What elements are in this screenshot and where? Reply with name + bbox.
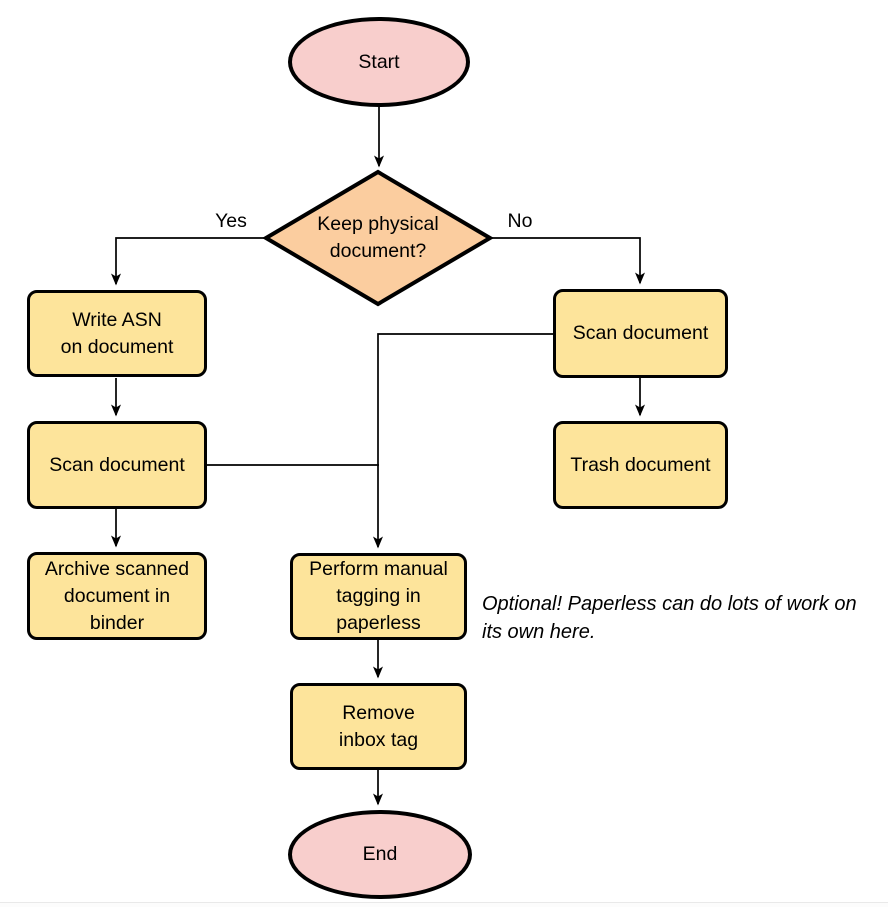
edge-label-no: No xyxy=(507,210,533,232)
node-write-asn-label: Write ASN on document xyxy=(60,308,174,358)
node-manual-tagging: Perform manual tagging in paperless xyxy=(290,553,467,640)
node-scan-document-left: Scan document xyxy=(27,421,207,509)
edge-label-yes: Yes xyxy=(215,210,247,232)
page-bottom-strip xyxy=(0,903,888,907)
node-archive-binder: Archive scanned document in binder xyxy=(27,552,207,640)
node-manual-tagging-label: Perform manual tagging in paperless xyxy=(309,558,448,634)
node-trash-document: Trash document xyxy=(553,421,728,509)
node-scan-document-left-label: Scan document xyxy=(49,453,185,476)
node-remove-inbox-tag: Remove inbox tag xyxy=(290,683,467,770)
edge-decision-no-to-scan-right xyxy=(490,237,645,285)
node-decision-label: Keep physical document? xyxy=(317,213,439,262)
node-scan-document-right: Scan document xyxy=(553,289,728,378)
node-remove-inbox-tag-label: Remove inbox tag xyxy=(338,701,419,751)
node-write-asn: Write ASN on document xyxy=(27,290,207,377)
node-scan-document-right-label: Scan document xyxy=(572,322,709,344)
page-bottom-divider xyxy=(0,902,888,903)
edge-decision-yes-to-write-asn xyxy=(111,237,266,286)
node-start-label: Start xyxy=(358,50,400,73)
node-start: Start xyxy=(288,17,470,107)
node-trash-document-label: Trash document xyxy=(570,453,711,476)
node-end: End xyxy=(288,810,472,899)
node-archive-binder-label: Archive scanned document in binder xyxy=(44,557,190,634)
note-optional: Optional! Paperless can do lots of work … xyxy=(482,593,857,643)
node-decision-shape xyxy=(262,169,494,307)
edge-scan-right-to-manual-tagging xyxy=(373,333,553,549)
node-end-label: End xyxy=(362,843,398,865)
